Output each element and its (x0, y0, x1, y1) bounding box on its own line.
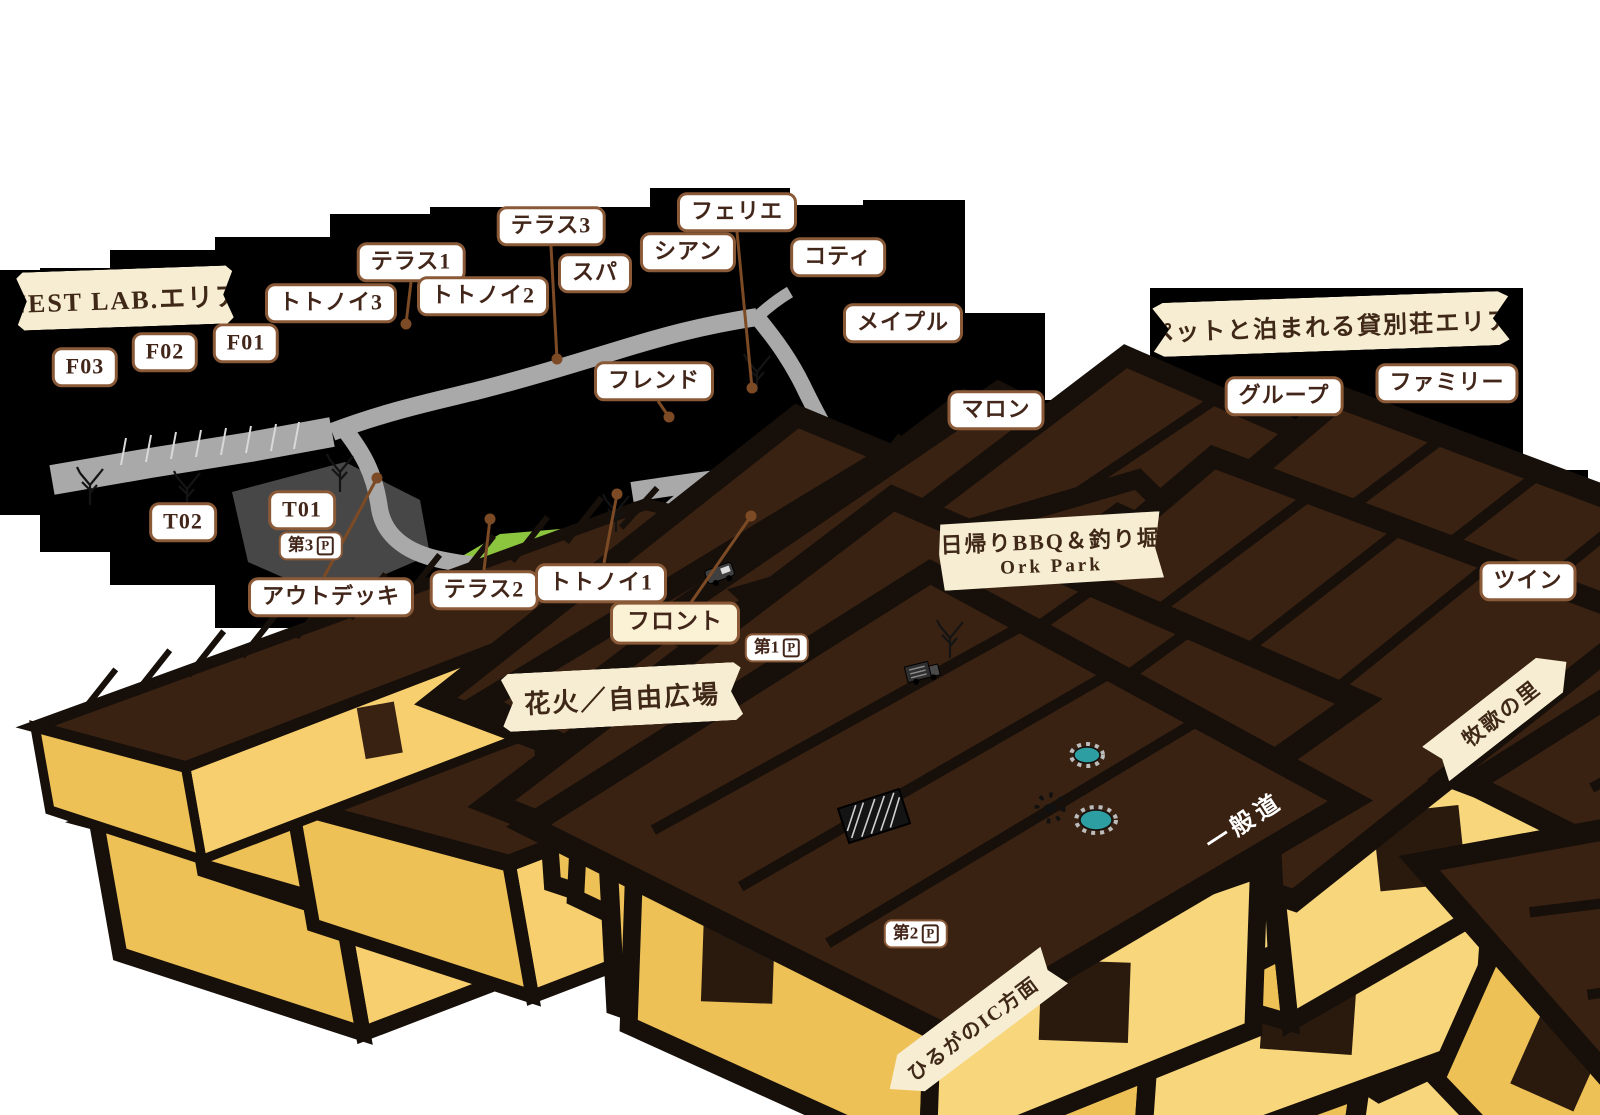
banner-text: ペットと泊まれる貸別荘エリア (1148, 308, 1514, 347)
container-icon (836, 787, 912, 845)
leader-dot-friend (663, 411, 675, 423)
area-banner-nest-lab: NEST LAB.エリア (16, 265, 234, 331)
leader-dot-front (745, 510, 757, 522)
firepit-icon (1034, 792, 1066, 824)
leader-line-ferie (735, 231, 754, 389)
banner-text: Ork Park (999, 554, 1104, 579)
leader-dot-terrace2 (484, 513, 496, 525)
leader-dot-ferie (746, 382, 758, 394)
banner-text: 花火／自由広場 (523, 679, 721, 719)
leader-line-totonoi1 (602, 493, 619, 564)
area-banner-bbq-ork-park: 日帰りBBQ＆釣り堀 Ork Park (938, 511, 1164, 591)
tree-icon (172, 469, 202, 511)
leader-line-terrace3 (549, 245, 559, 360)
banner-text: 日帰りBBQ＆釣り堀 (940, 525, 1162, 558)
leader-dot-out-deck (371, 472, 383, 484)
pond-icon (1074, 805, 1118, 835)
leader-line-front (688, 515, 753, 605)
truck-icon (903, 660, 941, 685)
leader-dot-terrace1 (400, 318, 412, 330)
banner-text: NEST LAB.エリア (6, 281, 244, 319)
leader-line-terrace1 (404, 281, 413, 325)
pond-icon (1069, 742, 1105, 768)
parking-bay-marks (120, 421, 300, 466)
van-icon (704, 562, 735, 586)
parking-area-3 (232, 462, 430, 598)
leader-dot-terrace3 (551, 353, 563, 365)
leader-dot-totonoi1 (611, 488, 623, 500)
leader-line-terrace2 (482, 518, 492, 571)
